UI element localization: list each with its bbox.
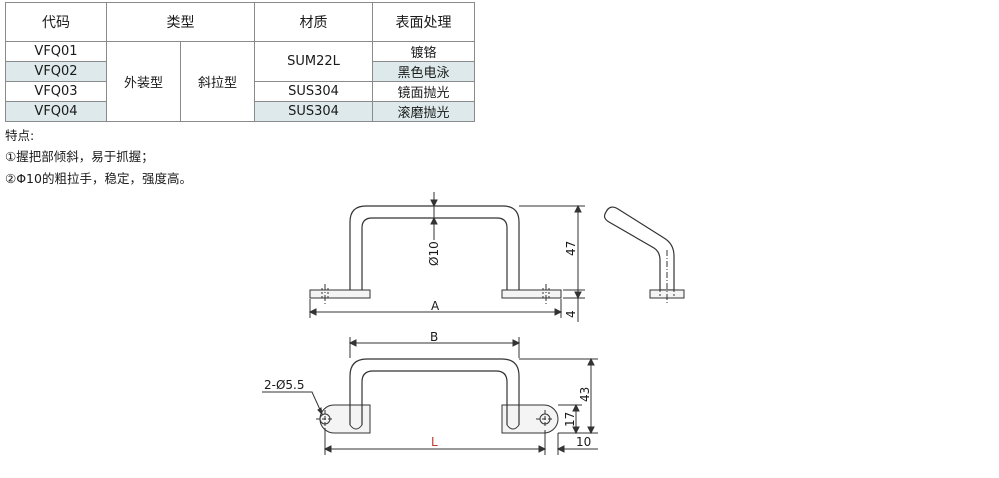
dim-l-label: L <box>431 435 438 449</box>
type-sub-cell: 斜拉型 <box>180 41 255 122</box>
dim-height-47-label: 47 <box>564 241 578 256</box>
features-heading: 特点: <box>5 128 35 143</box>
top-view <box>262 337 598 455</box>
table-row: VFQ01 外装型 斜拉型 SUM22L 镀铬 <box>5 41 475 122</box>
dim-10-label: 10 <box>576 435 591 449</box>
code-cell: VFQ04 <box>5 101 107 122</box>
table-header-row: 代码 类型 材质 表面处理 <box>5 2 475 42</box>
front-view <box>308 192 585 322</box>
spec-table: 代码 类型 材质 表面处理 VFQ01 外装型 斜拉型 SUM22L 镀铬 VF… <box>5 2 475 122</box>
material-cell: SUM22L <box>254 41 373 82</box>
finish-cell: 滚磨抛光 <box>372 101 475 122</box>
table-row: VFQ04 SUS304 滚磨抛光 <box>5 101 475 122</box>
code-cell: VFQ02 <box>5 61 107 82</box>
material-cell: SUS304 <box>254 81 373 102</box>
code-cell: VFQ01 <box>5 41 107 62</box>
dim-diameter-label: Ø10 <box>427 241 441 266</box>
feature-item-1: ①握把部倾斜，易于抓握； <box>5 149 154 164</box>
dim-hole-label: 2-Ø5.5 <box>264 378 305 392</box>
type-main-cell: 外装型 <box>106 41 181 122</box>
dim-a-label: A <box>431 299 440 313</box>
header-code: 代码 <box>5 2 107 42</box>
side-view <box>603 206 685 304</box>
dim-plate-4-label: 4 <box>564 310 578 318</box>
dim-b-label: B <box>430 330 438 344</box>
header-finish: 表面处理 <box>372 2 475 42</box>
feature-item-2: ②Φ10的粗拉手，稳定，强度高。 <box>5 171 192 186</box>
material-cell: SUS304 <box>254 101 373 122</box>
table-row: VFQ02 黑色电泳 <box>5 61 475 82</box>
dim-height-43-label: 43 <box>578 387 592 402</box>
dim-17-label: 17 <box>563 412 577 427</box>
